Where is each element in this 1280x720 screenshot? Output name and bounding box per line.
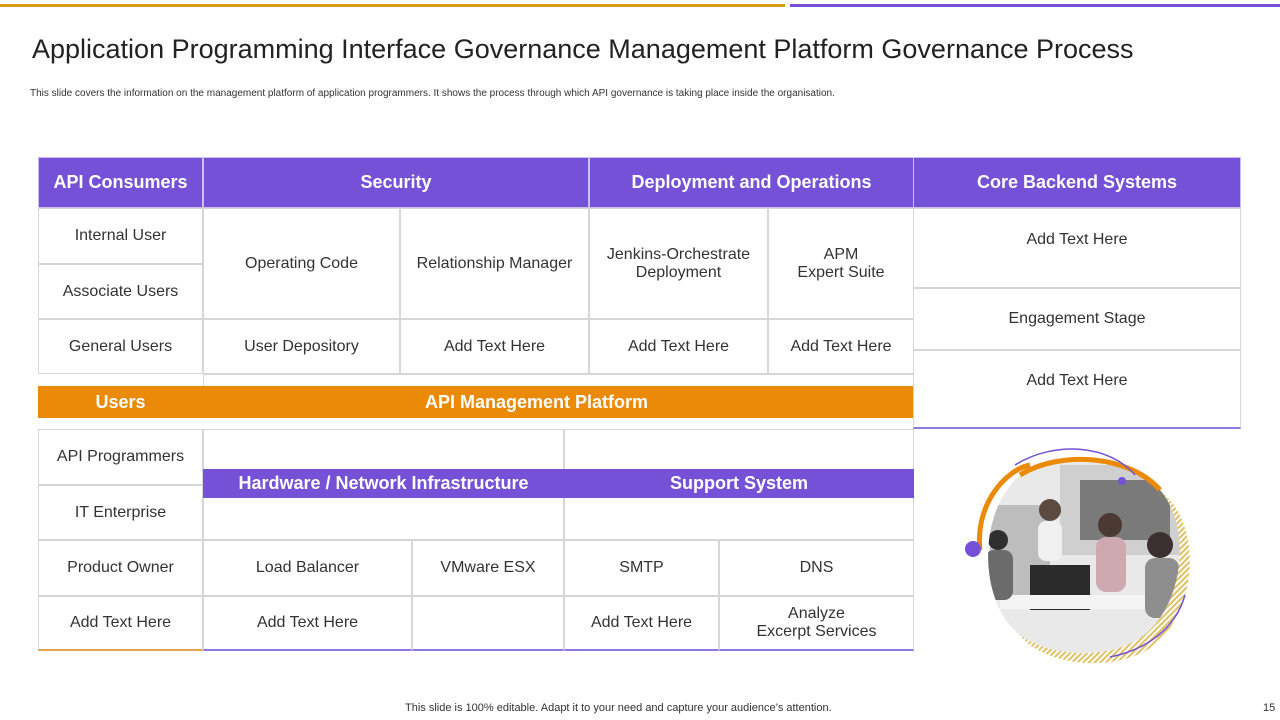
infra-cell: Load Balancer	[203, 540, 412, 596]
core-backend-table: Core Backend Systems Add Text Here Engag…	[913, 157, 1241, 429]
table-cell: Add Text Here	[589, 319, 768, 374]
backend-cell: Add Text Here	[913, 208, 1241, 288]
security-cell: Operating Code	[203, 208, 400, 319]
backend-cell: Engagement Stage	[913, 288, 1241, 350]
top-accent-purple	[790, 4, 1280, 7]
band-hardware: Hardware / Network Infrastructure	[203, 469, 564, 498]
user-cell: IT Enterprise	[38, 485, 203, 540]
top-accent-gold	[0, 4, 785, 7]
user-cell: Add Text Here	[38, 596, 203, 651]
header-core-backend: Core Backend Systems	[913, 157, 1241, 208]
infra-cell: Analyze Excerpt Services	[719, 596, 914, 651]
infra-cell: Add Text Here	[203, 596, 412, 651]
security-cell: Relationship Manager	[400, 208, 589, 319]
infra-cell	[412, 596, 564, 651]
page-number: 15	[1263, 702, 1276, 714]
user-cell: API Programmers	[38, 429, 203, 485]
band-users: Users	[38, 386, 203, 418]
consumer-cell: Associate Users	[38, 264, 203, 319]
spacer-row	[203, 374, 914, 386]
header-security: Security	[203, 157, 589, 208]
governance-table: API Consumers Security Deployment and Op…	[38, 157, 914, 652]
office-photo-illustration	[960, 445, 1200, 667]
infra-cell: VMware ESX	[412, 540, 564, 596]
office-photo	[965, 448, 1190, 664]
consumer-cell: General Users	[38, 319, 203, 374]
consumer-cell: Internal User	[38, 208, 203, 264]
band-api-platform: API Management Platform	[203, 386, 914, 418]
slide-title: Application Programming Interface Govern…	[32, 34, 1134, 64]
deployment-cell: Jenkins-Orchestrate Deployment	[589, 208, 768, 319]
table-cell: User Depository	[203, 319, 400, 374]
infra-cell: DNS	[719, 540, 914, 596]
band-support: Support System	[564, 469, 914, 498]
backend-cell: Add Text Here	[913, 350, 1241, 429]
infra-cell: Add Text Here	[564, 596, 719, 651]
infra-cell: SMTP	[564, 540, 719, 596]
user-cell: Product Owner	[38, 540, 203, 596]
slide-subtitle: This slide covers the information on the…	[30, 88, 835, 99]
table-cell: Add Text Here	[768, 319, 914, 374]
footer-note: This slide is 100% editable. Adapt it to…	[405, 702, 832, 714]
header-api-consumers: API Consumers	[38, 157, 203, 208]
header-deployment: Deployment and Operations	[589, 157, 914, 208]
deployment-cell: APM Expert Suite	[768, 208, 914, 319]
table-cell: Add Text Here	[400, 319, 589, 374]
